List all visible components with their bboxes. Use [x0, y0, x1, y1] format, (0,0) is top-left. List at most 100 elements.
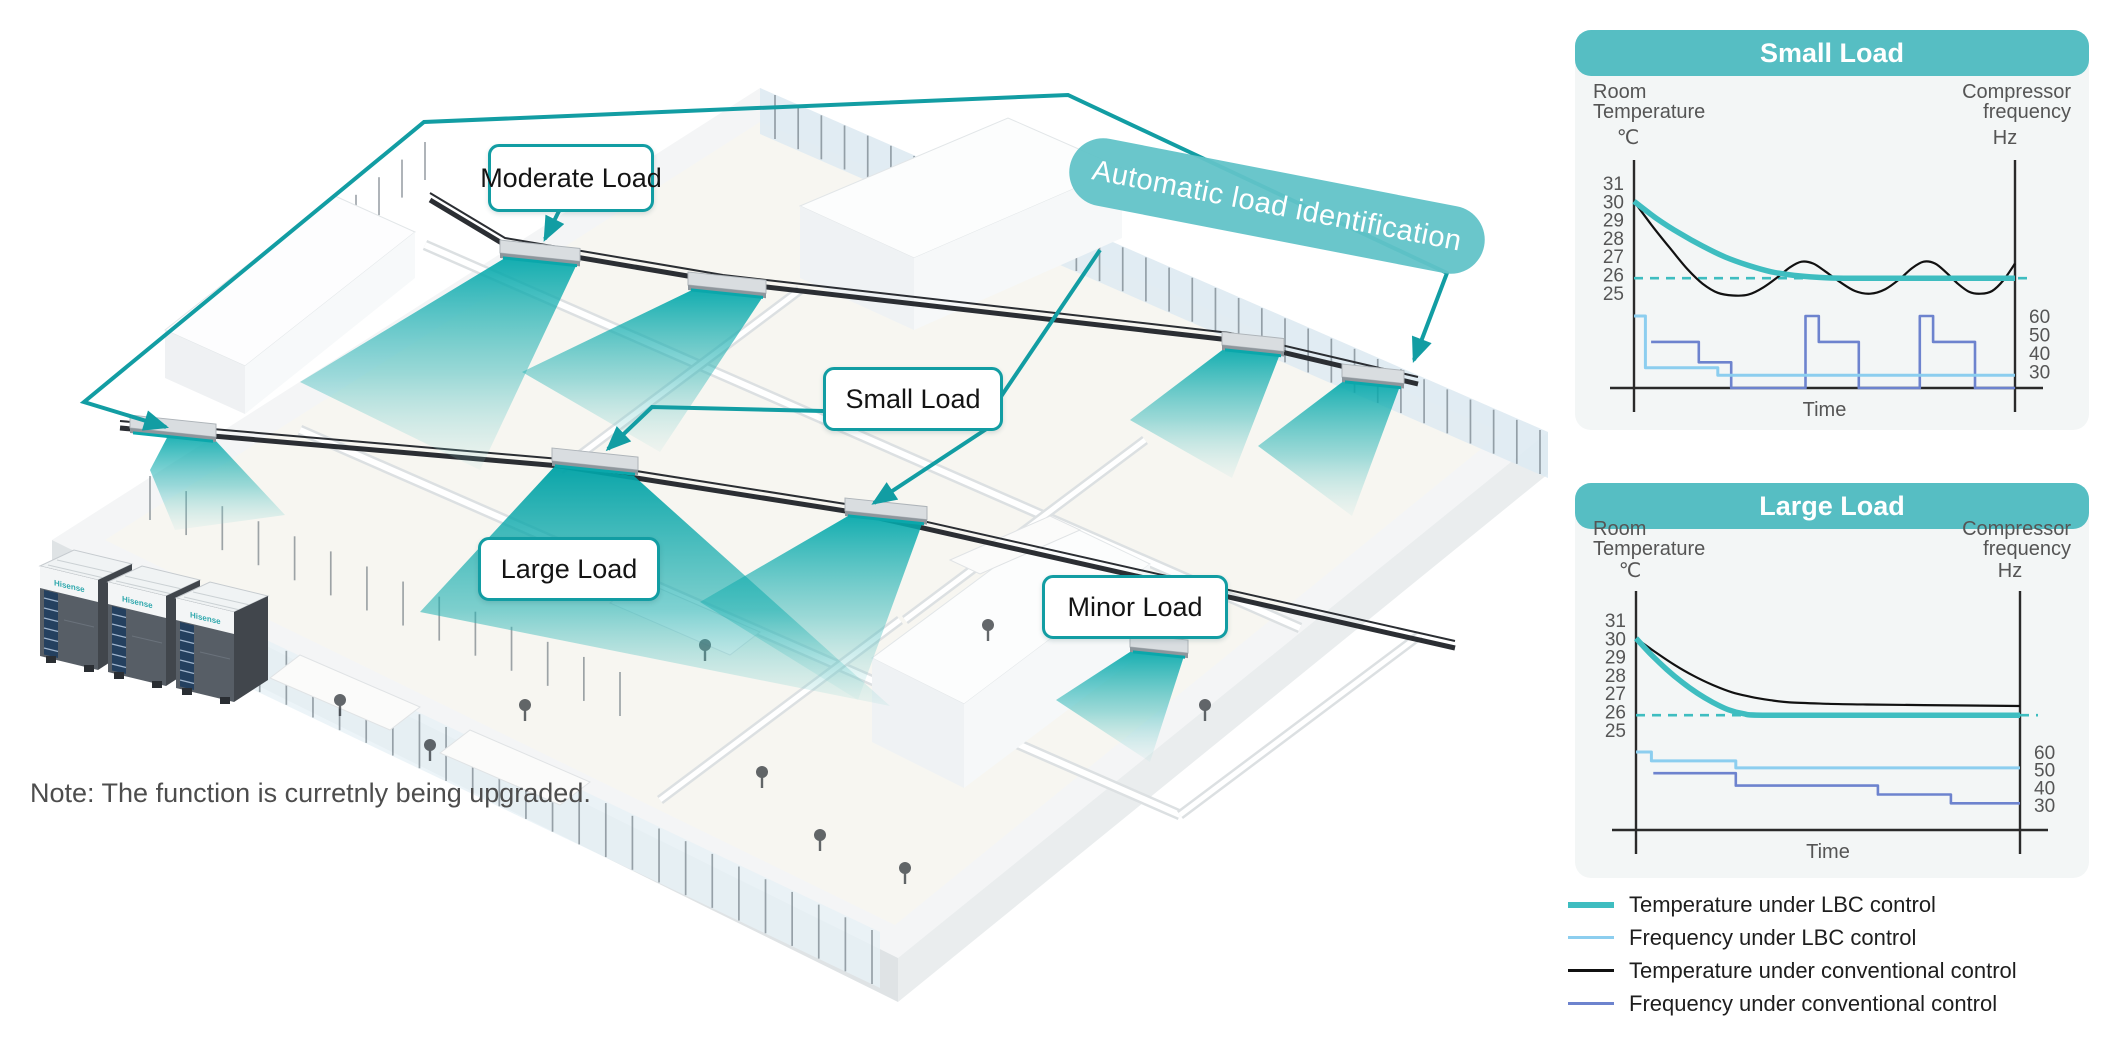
stool — [982, 619, 994, 641]
air-stream — [1056, 650, 1184, 762]
svg-text:℃: ℃ — [1617, 127, 1639, 149]
stool — [519, 699, 531, 721]
small-load-arrow-left — [605, 404, 824, 452]
moderate-load-arrow — [543, 206, 565, 242]
svg-text:30: 30 — [1603, 192, 1624, 213]
svg-text:26: 26 — [1603, 266, 1624, 287]
svg-text:31: 31 — [1605, 611, 1626, 632]
svg-text:30: 30 — [2034, 796, 2055, 817]
legend-item-label: Frequency under LBC control — [1629, 924, 1917, 950]
callout-small-load-label: Small Load — [845, 383, 981, 414]
banner-connector — [998, 248, 1102, 400]
svg-text:29: 29 — [1603, 211, 1624, 232]
annotation-lines — [79, 92, 1450, 505]
indoor-unit — [551, 447, 639, 476]
svg-text:Compressor: Compressor — [1962, 518, 2071, 540]
chart-title-small-load: Small Load — [1575, 30, 2089, 76]
series-lbc-temp — [1634, 636, 2021, 719]
stool — [334, 694, 346, 716]
legend-item: Frequency under conventional control — [1568, 987, 2017, 1020]
callout-minor-load: Minor Load — [1042, 575, 1228, 639]
callout-moderate-load: Moderate Load — [480, 144, 662, 212]
svg-text:Hz: Hz — [1998, 560, 2022, 582]
svg-text:Room: Room — [1593, 518, 1646, 540]
legend-item: Temperature under LBC control — [1568, 888, 2017, 921]
legend-item: Frequency under LBC control — [1568, 921, 2017, 954]
svg-text:50: 50 — [2029, 326, 2050, 347]
chart-title-large-load: Large Load — [1575, 483, 2089, 529]
svg-text:℃: ℃ — [1619, 560, 1641, 582]
svg-text:29: 29 — [1605, 648, 1626, 669]
legend-line-sample — [1568, 1002, 1614, 1005]
svg-text:frequency: frequency — [1983, 101, 2071, 123]
indoor-unit — [499, 239, 581, 268]
callout-large-load-label: Large Load — [500, 553, 638, 584]
svg-text:30: 30 — [1605, 629, 1626, 650]
svg-text:Room: Room — [1593, 81, 1646, 103]
legend-item-label: Frequency under conventional control — [1629, 990, 1998, 1016]
svg-text:28: 28 — [1603, 229, 1624, 250]
svg-text:30: 30 — [2029, 363, 2050, 384]
svg-text:25: 25 — [1605, 721, 1626, 742]
svg-text:40: 40 — [2029, 344, 2050, 365]
svg-text:27: 27 — [1605, 684, 1626, 705]
legend-item-label: Temperature under LBC control — [1629, 891, 1936, 917]
indoor-unit — [844, 497, 928, 526]
stool — [1199, 699, 1211, 721]
callout-large-load: Large Load — [478, 537, 660, 601]
svg-text:60: 60 — [2034, 743, 2055, 764]
legend-item-label: Temperature under conventional control — [1629, 957, 2017, 983]
svg-text:Temperature: Temperature — [1593, 101, 1705, 123]
outdoor-unit: Hisense — [174, 581, 270, 704]
svg-text:31: 31 — [1603, 174, 1624, 195]
svg-text:frequency: frequency — [1983, 538, 2071, 560]
legend-line-sample — [1568, 935, 1614, 940]
stool — [756, 766, 768, 788]
series-lbc-freq — [1636, 750, 2020, 770]
callout-minor-load-label: Minor Load — [1067, 591, 1203, 622]
x-axis-label: Time — [1803, 399, 1847, 421]
legend-line-sample — [1568, 969, 1614, 972]
air-stream — [700, 516, 922, 700]
series-conv-temp — [1635, 637, 2021, 708]
stool — [814, 829, 826, 851]
air-stream — [150, 432, 285, 530]
callout-small-load: Small Load — [823, 367, 1003, 431]
x-axis-label: Time — [1806, 841, 1850, 863]
series-lbc-freq — [1634, 314, 2015, 377]
svg-text:Temperature: Temperature — [1593, 538, 1705, 560]
svg-text:25: 25 — [1603, 284, 1624, 305]
svg-text:Hz: Hz — [1993, 127, 2017, 149]
small-load-arrow-down — [871, 422, 996, 505]
footnote: Note: The function is curretnly being up… — [30, 778, 591, 808]
stool — [899, 862, 911, 884]
load-identification-loop — [79, 92, 1450, 431]
callout-moderate-load-label: Moderate Load — [480, 162, 662, 193]
svg-text:Compressor: Compressor — [1962, 81, 2071, 103]
series-conv-temp — [1633, 200, 2016, 297]
legend-line-sample — [1568, 901, 1614, 908]
svg-text:27: 27 — [1603, 247, 1624, 268]
indoor-unit — [687, 271, 767, 299]
svg-text:50: 50 — [2034, 761, 2055, 782]
stool — [424, 739, 436, 761]
axes — [1612, 591, 2048, 854]
svg-text:26: 26 — [1605, 703, 1626, 724]
svg-text:60: 60 — [2029, 307, 2050, 328]
series-conv-freq — [1653, 771, 2020, 805]
series-lbc-temp — [1632, 199, 2015, 281]
series-conv-freq — [1651, 314, 2015, 390]
svg-text:28: 28 — [1605, 666, 1626, 687]
